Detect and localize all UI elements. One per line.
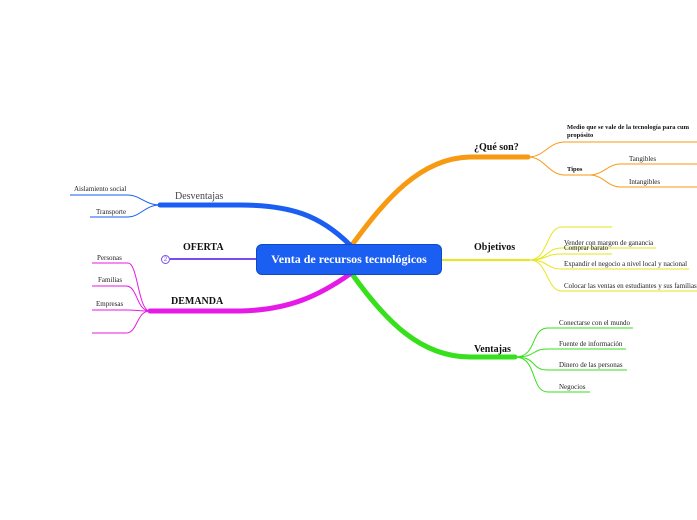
subtopic-transporte[interactable]: Transporte	[96, 208, 127, 216]
link-demanda-a	[92, 285, 151, 312]
collapsed-children-badge[interactable]: 2	[161, 255, 170, 264]
topic-oferta[interactable]: OFERTA	[183, 242, 224, 253]
topic-que-son[interactable]: ¿Qué son?	[474, 142, 519, 153]
subtopic-objetivo-2[interactable]: Vender con margen de ganancia	[564, 239, 654, 247]
link-ventajas-4	[514, 356, 590, 393]
subtopic-medio-line2: propósito	[567, 132, 594, 139]
link-objetivos-a	[529, 226, 612, 261]
topic-ventajas[interactable]: Ventajas	[474, 344, 511, 355]
subtopic-ventaja-1[interactable]: Conectarse con el mundo	[559, 319, 630, 327]
link-que-son-medio	[527, 141, 697, 158]
link-demanda-1	[92, 262, 151, 312]
subtopic-medio-line1[interactable]: Medio que se vale de la tecnología para …	[567, 124, 690, 131]
link-desventajas-2	[90, 204, 161, 218]
link-ventajas-2	[514, 348, 626, 358]
link-ventajas-1	[514, 327, 633, 358]
topic-objetivos[interactable]: Objetivos	[474, 242, 516, 253]
link-objetivos-c	[529, 259, 689, 270]
subtopic-empresas[interactable]: Empresas	[96, 300, 124, 308]
topic-demanda[interactable]: DEMANDA	[171, 296, 224, 307]
subtopic-objetivo-3[interactable]: Expandir el negocio a nivel local y naci…	[564, 260, 688, 268]
central-topic-label: Venta de recursos tecnológicos	[271, 252, 427, 266]
subtopic-aislamiento[interactable]: Aislamiento social	[74, 185, 127, 193]
link-central-demanda	[147, 271, 353, 314]
link-que-son-tipos	[527, 156, 590, 176]
link-tipos-intangibles	[589, 174, 697, 188]
subtopic-familias[interactable]: Familias	[98, 276, 123, 284]
link-objetivos-d	[529, 259, 697, 292]
subtopic-intangibles[interactable]: Intangibles	[629, 178, 661, 186]
collapsed-count: 2	[163, 256, 168, 263]
subtopic-tipos[interactable]: Tipos	[567, 166, 583, 173]
link-objetivos-b	[529, 247, 656, 261]
central-topic[interactable]: Venta de recursos tecnológicos	[257, 245, 441, 274]
subtopic-ventaja-2[interactable]: Fuente de información	[559, 340, 623, 348]
subtopic-ventaja-3[interactable]: Dinero de las personas	[559, 361, 623, 369]
subtopic-tangibles[interactable]: Tangibles	[629, 155, 657, 163]
link-central-ventajas	[349, 271, 518, 360]
subtopic-objetivo-1[interactable]: Comprar barato	[564, 244, 609, 252]
topic-desventajas[interactable]: Desventajas	[175, 191, 224, 202]
link-demanda-b	[92, 309, 151, 312]
link-demanda-c	[92, 310, 151, 334]
subtopic-ventaja-4[interactable]: Negocios	[559, 383, 586, 391]
link-central-que-son	[349, 154, 531, 248]
subtopic-personas[interactable]: Personas	[97, 254, 122, 262]
link-desventajas-1	[70, 194, 161, 206]
subtopic-objetivo-4[interactable]: Colocar las ventas en estudiantes y sus …	[564, 282, 697, 290]
link-central-desventajas	[157, 202, 353, 248]
link-tipos-tangibles	[589, 163, 697, 176]
link-ventajas-3	[514, 356, 627, 371]
